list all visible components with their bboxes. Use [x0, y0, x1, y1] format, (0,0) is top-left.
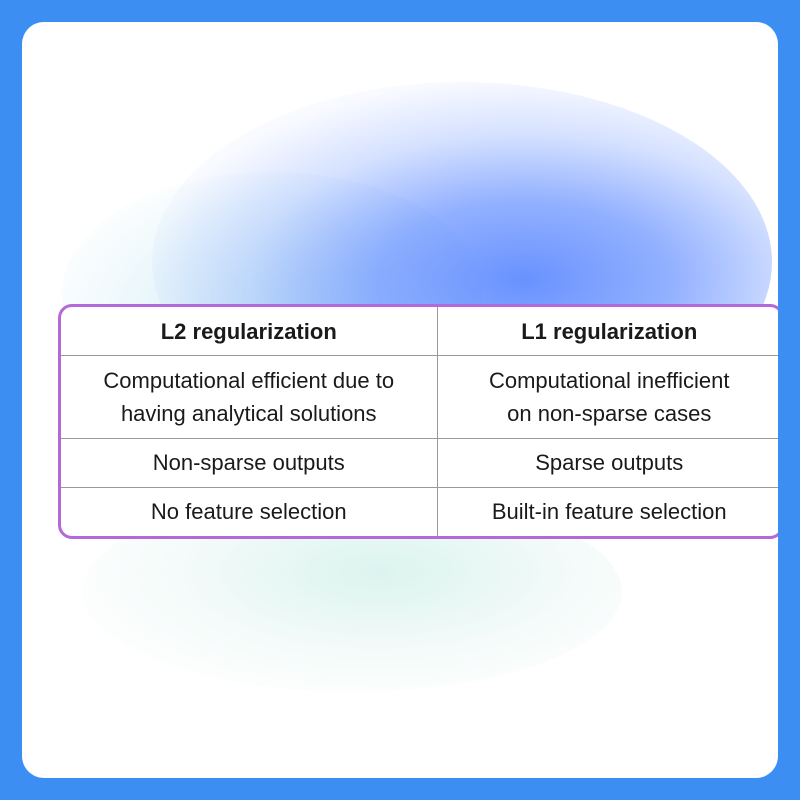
- cell-line: Sparse outputs: [535, 450, 684, 476]
- cell-l2-sparsity: Non-sparse outputs: [61, 437, 438, 488]
- table-row: Non-sparse outputs Sparse outputs: [61, 437, 778, 488]
- cell-l1-efficiency: Computational inefficient on non-sparse …: [436, 355, 778, 439]
- table-row: No feature selection Built-in feature se…: [61, 486, 778, 536]
- cell-l2-efficiency: Computational efficient due to having an…: [61, 355, 438, 439]
- cell-line: having analytical solutions: [120, 400, 377, 426]
- comparison-table-frame: L2 regularization L1 regularization Comp…: [58, 304, 778, 539]
- comparison-table: L2 regularization L1 regularization Comp…: [61, 307, 778, 536]
- cell-line: No feature selection: [150, 499, 347, 525]
- cell-line: on non-sparse cases: [507, 400, 712, 426]
- cell-l1-feature-selection: Built-in feature selection: [436, 486, 778, 536]
- header-l2: L2 regularization: [61, 307, 438, 357]
- cell-line: Computational efficient due to: [103, 367, 395, 393]
- slide-card: L2 regularization L1 regularization Comp…: [22, 22, 778, 778]
- cell-line: Non-sparse outputs: [152, 450, 345, 476]
- table-header-row: L2 regularization L1 regularization: [61, 307, 778, 357]
- cell-line: Computational inefficient: [488, 367, 730, 393]
- header-l1: L1 regularization: [436, 307, 778, 357]
- cell-line: Built-in feature selection: [491, 499, 727, 525]
- table-row: Computational efficient due to having an…: [61, 355, 778, 439]
- cell-l1-sparsity: Sparse outputs: [436, 437, 778, 488]
- cell-l2-feature-selection: No feature selection: [61, 486, 438, 536]
